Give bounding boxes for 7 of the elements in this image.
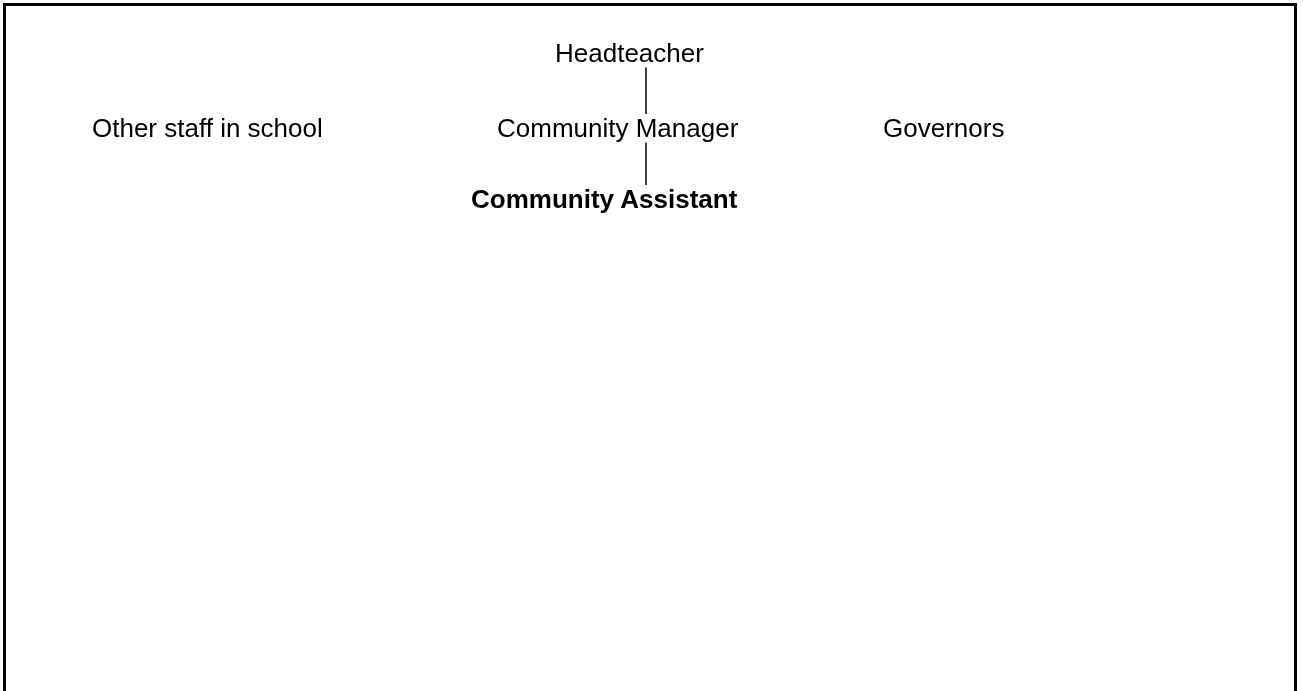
role-label: Community Manager (497, 114, 739, 143)
connector-line (645, 66, 647, 115)
role-label: Other staff in school (92, 114, 323, 143)
role-label: Community Assistant (471, 185, 738, 214)
connector-line (645, 141, 647, 186)
role-label: Governors (883, 114, 1005, 143)
role-label: Headteacher (555, 39, 704, 68)
